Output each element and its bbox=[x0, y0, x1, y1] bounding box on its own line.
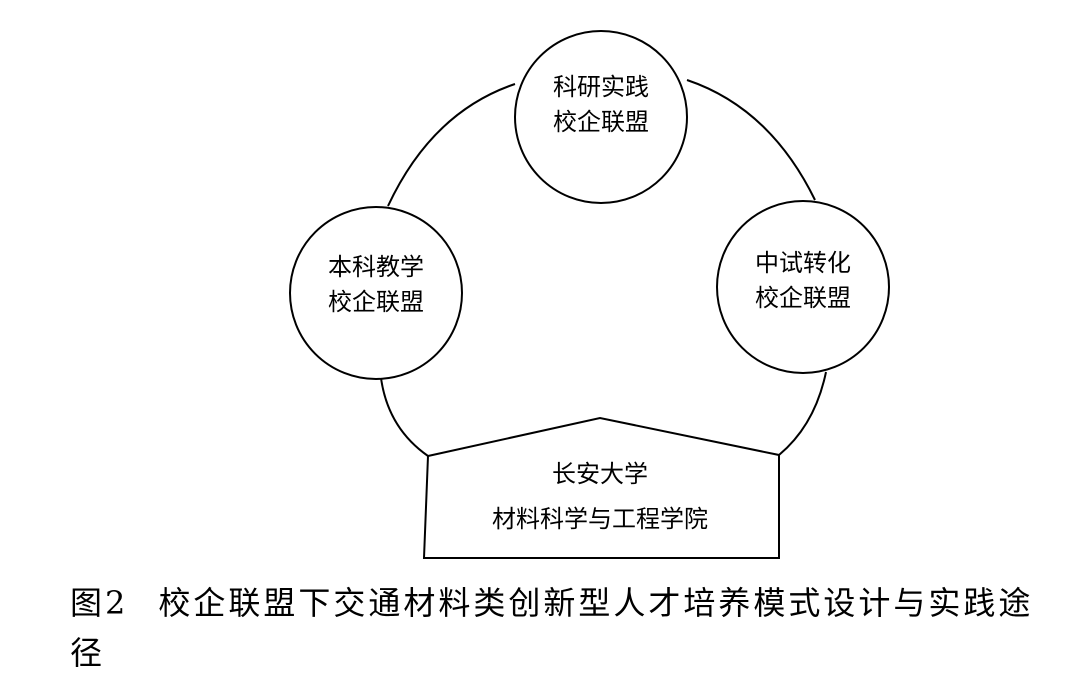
base-line1: 长安大学 bbox=[552, 460, 648, 488]
node-pilot-line1: 中试转化 bbox=[755, 249, 851, 277]
node-research-line1: 科研实践 bbox=[553, 73, 649, 101]
figure-number: 图2 bbox=[70, 584, 129, 622]
node-pilot-line2: 校企联盟 bbox=[755, 284, 851, 312]
arc-left-top bbox=[387, 83, 516, 207]
arc-top-right bbox=[686, 79, 816, 201]
node-pilot-circle bbox=[716, 200, 890, 374]
node-undergrad-line2: 校企联盟 bbox=[328, 288, 424, 316]
base-line2: 材料科学与工程学院 bbox=[492, 505, 708, 533]
figure-title: 校企联盟下交通材料类创新型人才培养模式设计与实践途径 bbox=[70, 584, 1034, 672]
arc-left-base bbox=[380, 377, 429, 457]
base-shape bbox=[422, 416, 780, 559]
node-undergrad-circle bbox=[289, 206, 463, 380]
node-research-circle bbox=[514, 30, 688, 204]
arc-right-base bbox=[778, 371, 827, 456]
node-research-line2: 校企联盟 bbox=[553, 108, 649, 136]
node-undergrad-line1: 本科教学 bbox=[328, 253, 424, 281]
alliance-diagram: 科研实践 校企联盟 本科教学 校企联盟 中试转化 校企联盟 长安大学 材料科学与… bbox=[289, 30, 890, 559]
